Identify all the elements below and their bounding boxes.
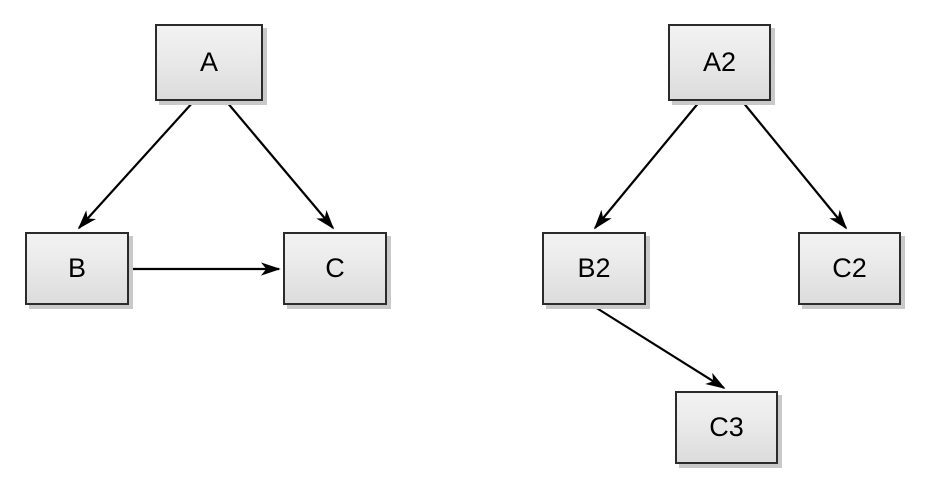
node-b2[interactable]: B2 [542, 232, 646, 305]
edge-b2-to-c3 [594, 306, 726, 389]
edge-a-to-b [77, 100, 195, 230]
node-c[interactable]: C [283, 232, 387, 305]
node-label: A [199, 47, 218, 77]
node-c2[interactable]: C2 [798, 232, 901, 305]
node-b[interactable]: B [25, 232, 129, 305]
node-label: B [67, 253, 86, 283]
node-label: C [325, 253, 345, 283]
node-a[interactable]: A [155, 24, 263, 101]
edge-a2-to-c2 [741, 100, 848, 230]
node-a2[interactable]: A2 [668, 24, 771, 101]
edge-a2-to-b2 [593, 100, 701, 230]
node-c3[interactable]: C3 [675, 391, 778, 464]
node-label: A2 [702, 47, 737, 77]
node-label: C2 [832, 253, 867, 283]
edge-a-to-c [225, 100, 335, 230]
node-label: B2 [577, 253, 611, 283]
node-label: C3 [709, 412, 744, 442]
